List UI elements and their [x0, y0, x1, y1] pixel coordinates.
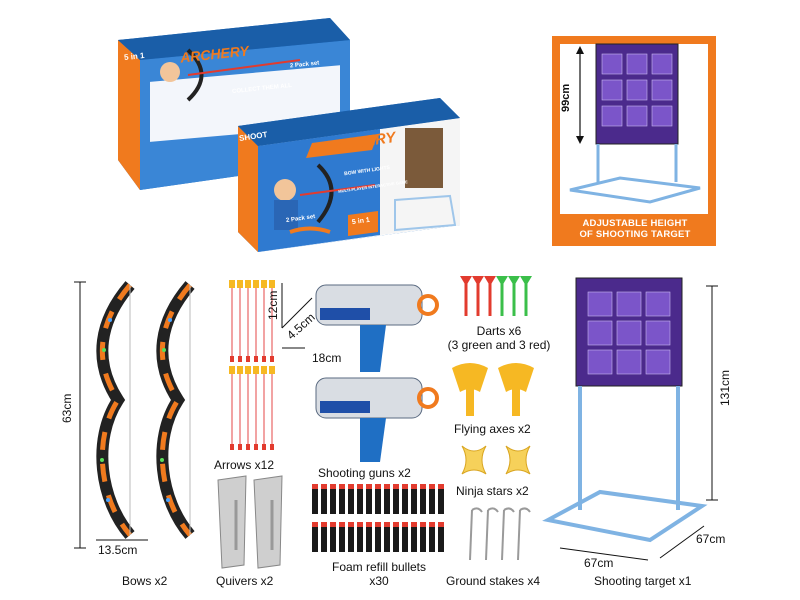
- bows-width-label: 13.5cm: [98, 543, 138, 557]
- arrows-label: Arrows x12: [214, 458, 275, 472]
- bows-height-label: 63cm: [60, 393, 74, 423]
- darts-label-line2: (3 green and 3 red): [447, 338, 551, 352]
- big-target: [542, 277, 718, 561]
- front-box: [238, 98, 460, 252]
- ground-stakes: [469, 507, 531, 561]
- target-height-label: 131cm: [718, 369, 732, 406]
- stakes-label: Ground stakes x4: [446, 574, 541, 588]
- bows: [74, 281, 195, 549]
- guns: [281, 283, 439, 462]
- bows-label: Bows x2: [122, 574, 168, 588]
- bullets: [312, 484, 444, 552]
- target-width-label: 67cm: [584, 556, 614, 570]
- quivers: [217, 475, 283, 569]
- guns-label: Shooting guns x2: [318, 466, 411, 480]
- callout-caption-line2: OF SHOOTING TARGET: [579, 229, 691, 240]
- gun-height-label: 12cm: [266, 290, 280, 320]
- bullets-label-line2: x30: [369, 574, 389, 588]
- target-label: Shooting target x1: [594, 574, 692, 588]
- stars-label: Ninja stars x2: [456, 484, 529, 498]
- darts: [460, 276, 532, 316]
- callout-target: [552, 36, 716, 246]
- back-box: [118, 18, 350, 190]
- flying-axes: [452, 363, 534, 416]
- arrows: [229, 280, 275, 450]
- gun-width-label: 18cm: [312, 351, 342, 365]
- callout-caption: ADJUSTABLE HEIGHT OF SHOOTING TARGET: [566, 218, 704, 240]
- quivers-label: Quivers x2: [216, 574, 274, 588]
- bullets-label-line1: Foam refill bullets: [331, 560, 427, 574]
- callout-caption-line1: ADJUSTABLE HEIGHT: [582, 218, 688, 229]
- darts-label: Darts x6 (3 green and 3 red): [434, 324, 564, 352]
- bullets-label: Foam refill bullets x30: [312, 560, 446, 588]
- target-depth-label: 67cm: [696, 532, 726, 546]
- ninja-stars: [461, 445, 531, 475]
- callout-height-label: 99cm: [560, 83, 572, 112]
- darts-label-line1: Darts x6: [476, 324, 522, 338]
- axes-label: Flying axes x2: [454, 422, 531, 436]
